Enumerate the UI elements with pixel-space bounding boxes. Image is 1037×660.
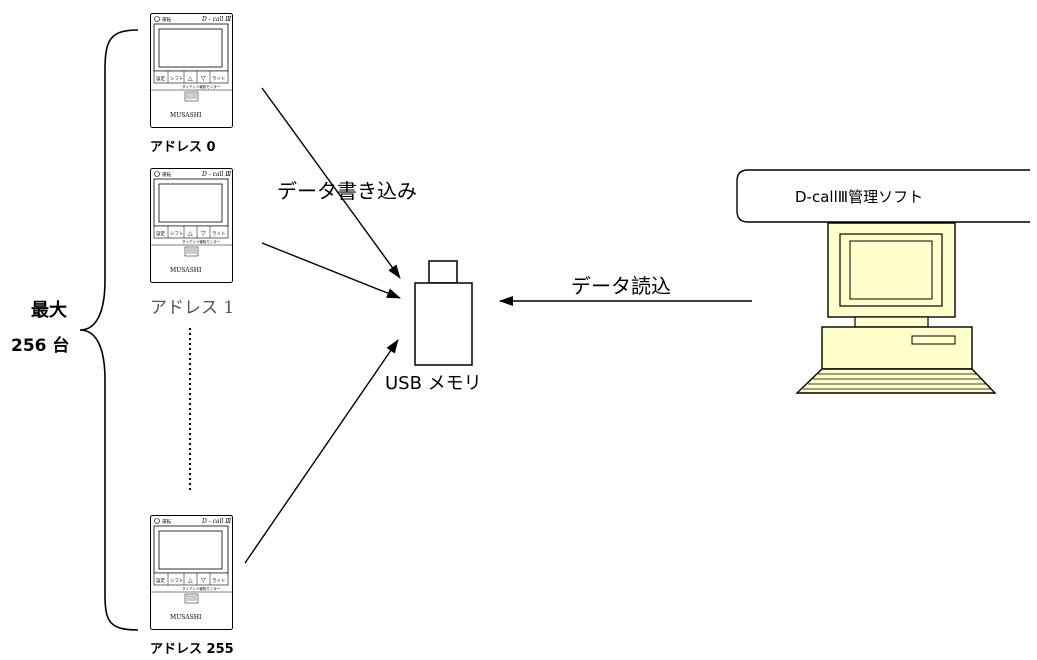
model-text: D - call Ⅲ bbox=[201, 16, 231, 23]
arrow-device255-to-usb bbox=[244, 339, 399, 564]
panel-button-label: シフト bbox=[170, 578, 184, 584]
device-address-0: 運転 D - call Ⅲ 設定 シフト △ ▽ ライト ダイアンド報知モニター… bbox=[150, 13, 233, 128]
write-data-label: データ書き込み bbox=[277, 179, 417, 203]
max-count-label: 256 台 bbox=[11, 336, 70, 356]
model-text: D - call Ⅲ bbox=[201, 518, 231, 525]
address-label-1: アドレス 1 bbox=[150, 298, 235, 318]
device-address-255: 運転 D - call Ⅲ 設定 シフト △ ▽ ライト ダイアンド報知モニター… bbox=[150, 515, 233, 630]
panel-button-label: 設定 bbox=[156, 230, 165, 237]
indicator-text: 運転 bbox=[162, 172, 171, 178]
indicator-text: 運転 bbox=[162, 519, 171, 525]
address-label-255: アドレス 255 bbox=[150, 642, 234, 657]
panel-button-label: △ bbox=[188, 75, 193, 82]
panel-button-label: シフト bbox=[170, 231, 184, 237]
monitor-panel-icon: 運転 D - call Ⅲ 設定 シフト △ ▽ ライト ダイアンド報知モニター… bbox=[150, 168, 233, 283]
computer-icon bbox=[795, 222, 997, 394]
brand-text: MUSASHI bbox=[170, 614, 202, 621]
panel-button-label: 設定 bbox=[156, 577, 165, 584]
indicator-text: 運転 bbox=[162, 17, 171, 23]
usb-memory-label: USB メモリ bbox=[385, 373, 482, 394]
panel-button-label: ▽ bbox=[201, 577, 206, 584]
panel-caption: ダイアンド報知モニター bbox=[182, 84, 221, 89]
panel-button-label: △ bbox=[188, 230, 193, 237]
arrow-device1-to-usb bbox=[261, 242, 401, 299]
grouping-brace bbox=[79, 29, 139, 631]
panel-caption: ダイアンド報知モニター bbox=[182, 586, 221, 591]
monitor-panel-icon: 運転 D - call Ⅲ 設定 シフト △ ▽ ライト ダイアンド報知モニター… bbox=[150, 515, 233, 630]
brand-text: MUSASHI bbox=[170, 112, 202, 119]
panel-button-label: ▽ bbox=[201, 75, 206, 82]
panel-button-label: △ bbox=[188, 577, 193, 584]
panel-button-label: 設定 bbox=[156, 75, 165, 82]
panel-button-label: シフト bbox=[170, 76, 184, 82]
software-label: D-callⅢ管理ソフト bbox=[795, 188, 924, 206]
panel-caption: ダイアンド報知モニター bbox=[182, 239, 221, 244]
usb-memory-icon bbox=[414, 260, 473, 366]
panel-button-label: ▽ bbox=[201, 230, 206, 237]
monitor-panel-icon: 運転 D - call Ⅲ 設定 シフト △ ▽ ライト ダイアンド報知モニター… bbox=[150, 13, 233, 128]
read-data-label: データ読込 bbox=[571, 274, 671, 298]
panel-button-label: ライト bbox=[212, 76, 226, 82]
panel-button-label: ライト bbox=[212, 231, 226, 237]
brand-text: MUSASHI bbox=[170, 267, 202, 274]
device-address-1: 運転 D - call Ⅲ 設定 シフト △ ▽ ライト ダイアンド報知モニター… bbox=[150, 168, 233, 283]
max-label: 最大 bbox=[31, 300, 67, 321]
software-label-box bbox=[736, 169, 1030, 223]
model-text: D - call Ⅲ bbox=[201, 171, 231, 178]
arrow-device0-to-usb bbox=[261, 87, 401, 279]
panel-button-label: ライト bbox=[212, 578, 226, 584]
address-label-0: アドレス 0 bbox=[150, 140, 216, 155]
